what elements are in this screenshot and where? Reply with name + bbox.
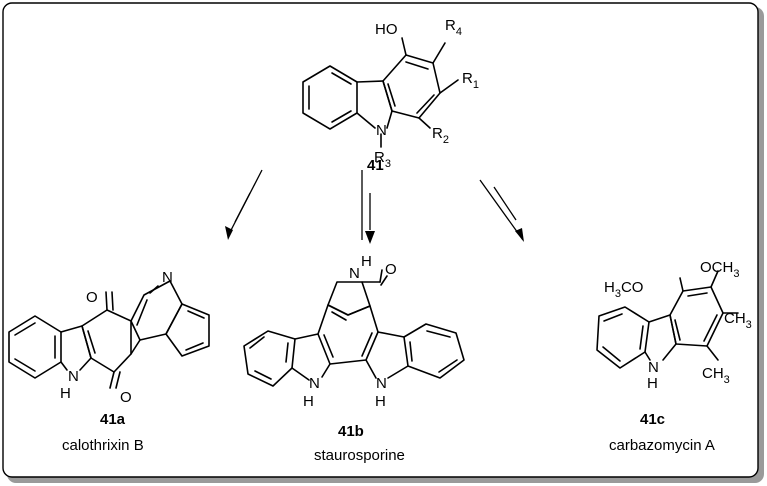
41a-nh-h-label: H	[60, 385, 71, 402]
41b-right-nh-n-label: N	[376, 375, 387, 392]
arrow-to-41a	[225, 169, 263, 240]
compound-41a-name: calothrixin B	[62, 437, 144, 454]
41b-lactam-oxygen-label: O	[385, 261, 397, 278]
41a-pyridine-nitrogen-label: N	[162, 269, 173, 286]
compound-41a-structure	[8, 280, 210, 389]
41c-nh-n-label: N	[648, 359, 659, 376]
r1-label: R1	[462, 70, 479, 91]
41b-lactam-h-label: H	[361, 253, 372, 270]
41b-right-nh-h-label: H	[375, 393, 386, 410]
r4-label: R4	[445, 17, 462, 38]
41c-methyl-1-label: CH3	[724, 310, 752, 331]
41a-carbonyl-top-label: O	[86, 289, 98, 306]
r3-label: R3	[374, 149, 391, 170]
compound-41c-name: carbazomycin A	[609, 437, 715, 454]
41a-carbonyl-bottom-label: O	[120, 389, 132, 406]
compound-41-structure	[302, 37, 459, 148]
parent-nitrogen-label: N	[376, 122, 387, 139]
compound-41b-structure	[243, 269, 465, 387]
arrow-to-41c	[479, 179, 524, 242]
41c-methyl-2-label: CH3	[702, 365, 730, 386]
arrow-to-41b	[361, 170, 375, 244]
41b-left-nh-n-label: N	[309, 375, 320, 392]
41c-methoxy-1-label: H3CO	[604, 279, 643, 300]
41b-left-nh-h-label: H	[303, 393, 314, 410]
compound-41a-label: 41a	[100, 411, 126, 428]
compound-41b-name: staurosporine	[314, 447, 405, 464]
compound-41b-label: 41b	[338, 423, 364, 440]
r2-label: R2	[432, 125, 449, 146]
frame	[2, 2, 759, 478]
41c-nh-h-label: H	[647, 375, 658, 392]
41c-methoxy-2-label: OCH3	[700, 259, 739, 280]
compound-41c-structure	[596, 270, 739, 369]
41b-lactam-nitrogen-label: N	[349, 265, 360, 282]
hydroxyl-label: HO	[375, 21, 398, 38]
compound-41c-label: 41c	[640, 411, 665, 428]
compound-41-label: 41	[367, 157, 384, 174]
41a-nh-n-label: N	[68, 368, 79, 385]
